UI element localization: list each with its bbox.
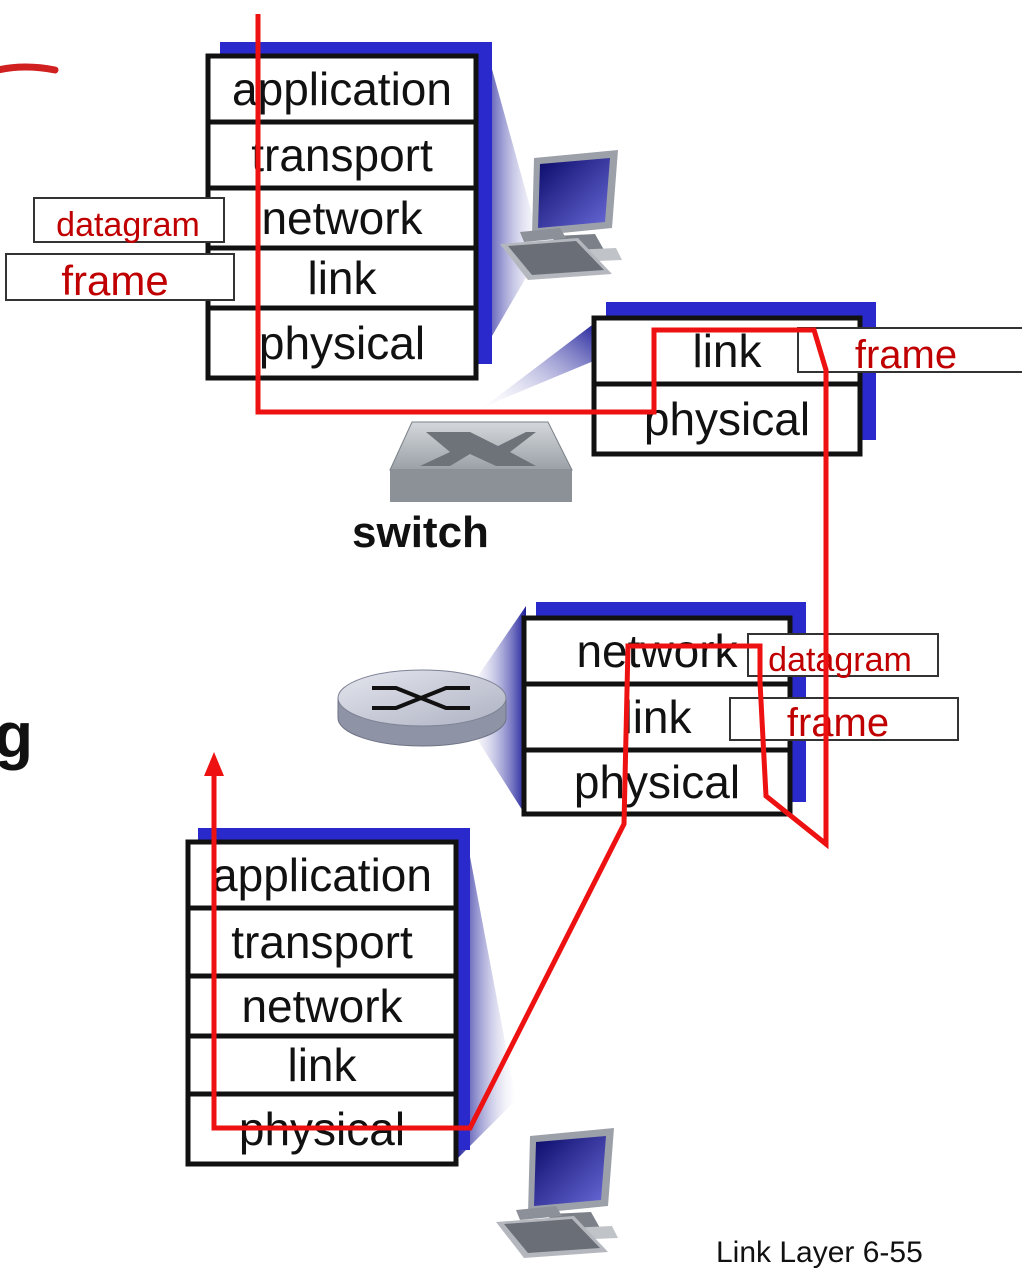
router-frame-tag: frame [729, 697, 959, 745]
layer-label: link [622, 691, 692, 743]
pen-mark [0, 63, 59, 74]
layer-label: network [261, 192, 423, 244]
layer-label: physical [259, 317, 425, 369]
layer-physical: physical [591, 381, 863, 457]
source-host-cone [478, 62, 542, 360]
destination-host-cone [456, 846, 516, 1160]
layer-application: application [185, 839, 459, 911]
layer-transport: transport [185, 905, 459, 979]
arrowhead-icon [204, 752, 224, 776]
tag-label: datagram [56, 206, 200, 244]
layer-network: network [205, 185, 479, 251]
layer-transport: transport [205, 119, 479, 191]
layer-label: transport [251, 129, 433, 181]
layer-label: network [576, 625, 738, 677]
router-icon [337, 669, 507, 747]
layer-label: network [241, 980, 403, 1032]
layer-physical: physical [521, 747, 793, 817]
layer-label: link [287, 1039, 357, 1091]
source-protocol-stack: application transport network link physical [205, 53, 479, 381]
desktop-computer-icon [496, 1128, 618, 1258]
layer-label: transport [231, 916, 413, 968]
layer-link: link [185, 1033, 459, 1097]
layer-label: application [232, 63, 452, 115]
layer-network: network [185, 973, 459, 1039]
layer-label: physical [574, 756, 740, 808]
layer-link: link [205, 245, 479, 311]
tag-label: datagram [768, 641, 912, 679]
layer-label: link [692, 325, 762, 377]
layer-physical: physical [205, 305, 479, 381]
source-host: application transport network link physical [205, 42, 622, 381]
layer-network: network [521, 615, 793, 687]
router-protocol-stack: network link physical [521, 615, 793, 817]
switch-cone [480, 322, 596, 410]
tag-label: frame [61, 257, 168, 304]
switch-caption: switch [352, 508, 489, 557]
source-datagram-tag: datagram [33, 197, 225, 244]
tag-label: frame [855, 333, 957, 377]
layer-label: link [307, 252, 377, 304]
switch-frame-tag: frame [797, 327, 1022, 377]
layer-label: physical [644, 393, 810, 445]
layer-label: application [212, 849, 432, 901]
switch-icon [389, 421, 573, 502]
data-path [211, 14, 829, 1131]
source-frame-tag: frame [5, 253, 235, 304]
desktop-computer-icon [500, 150, 622, 280]
partial-text: g [0, 699, 34, 771]
slide-footer: Link Layer 6-55 [716, 1236, 923, 1269]
tag-label: frame [787, 701, 889, 745]
layer-application: application [205, 53, 479, 125]
router-datagram-tag: datagram [747, 633, 939, 679]
